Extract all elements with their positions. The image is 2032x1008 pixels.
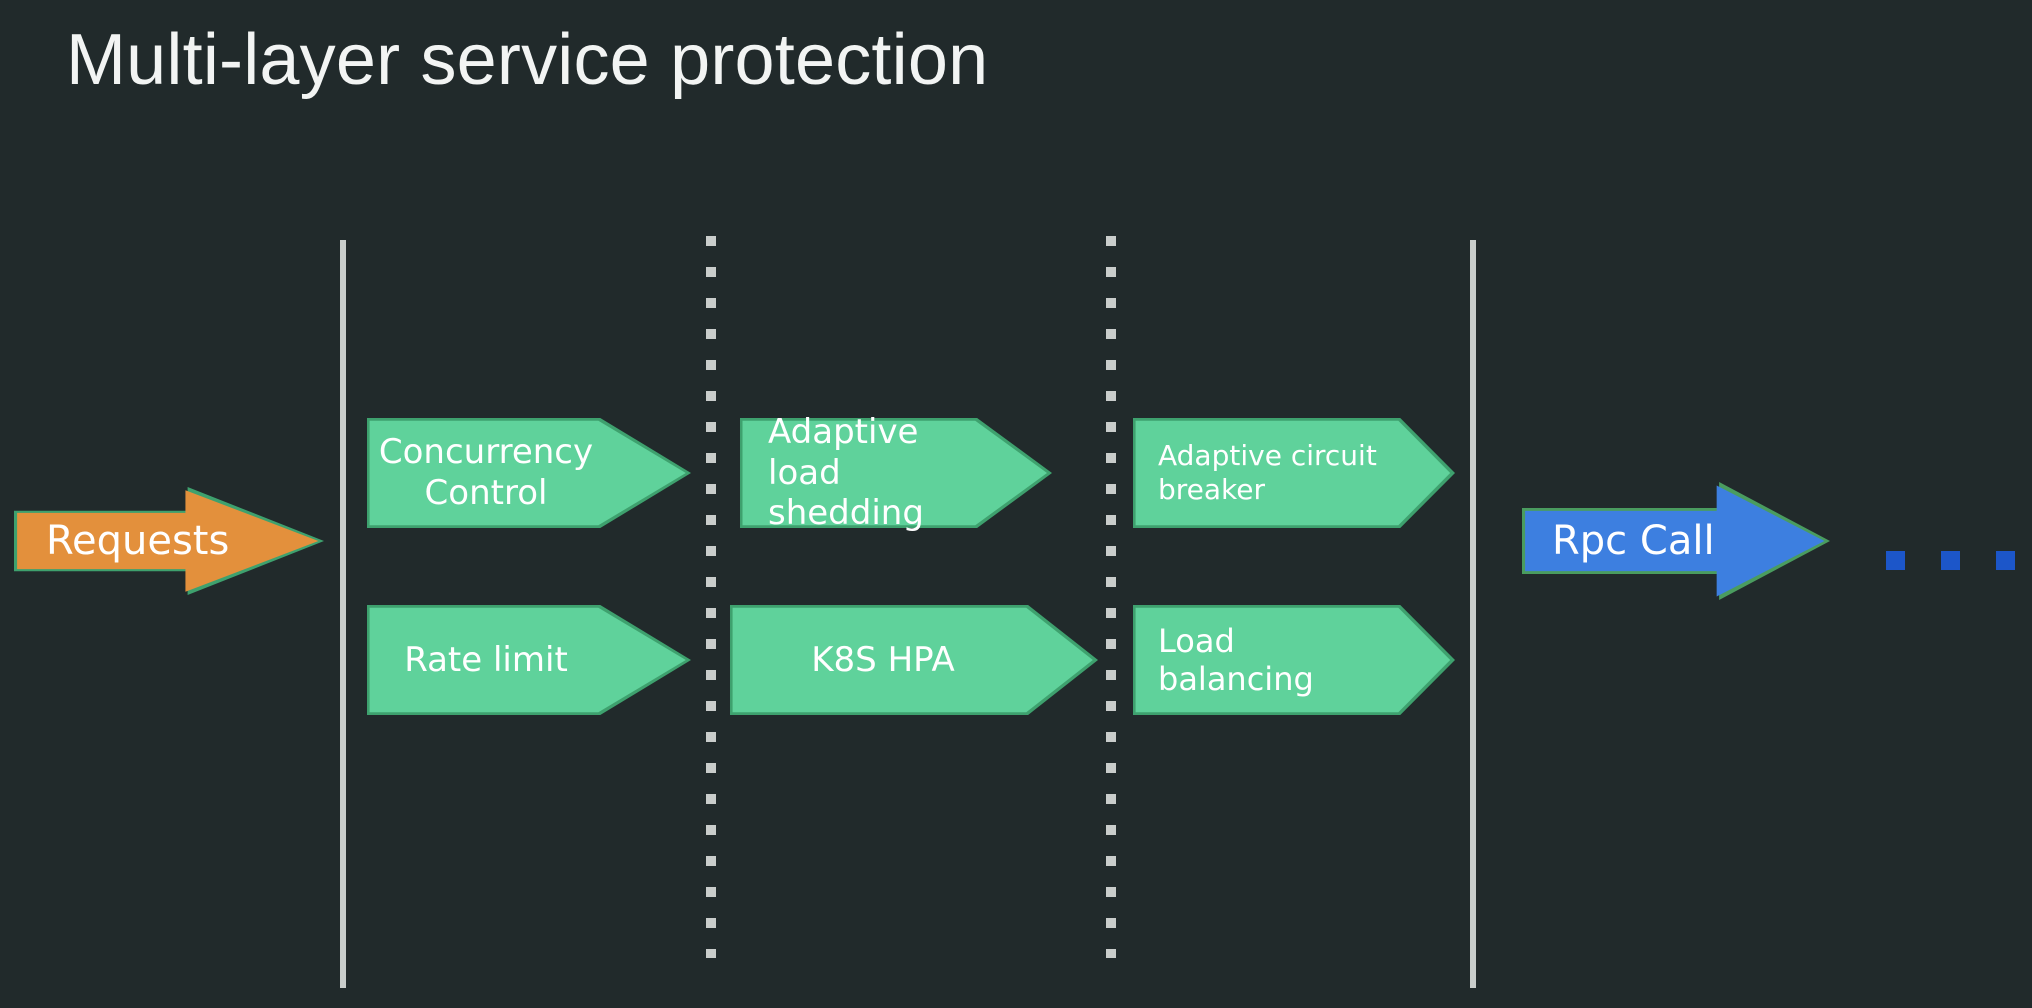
left-boundary-line <box>340 240 346 988</box>
stage-label: Concurrency Control <box>378 432 594 513</box>
stage-label: Rate limit <box>404 639 568 680</box>
rpc-call-arrow[interactable]: Rpc Call <box>1522 482 1830 600</box>
stage-arrow-fill <box>1135 420 1451 526</box>
stage-label: Adaptive load shedding <box>768 411 924 534</box>
stage-adaptive-circuit-breaker[interactable]: Adaptive circuit breaker <box>1133 418 1455 528</box>
stage-concurrency-control[interactable]: Concurrency Control <box>367 418 691 528</box>
trailing-dot <box>1941 551 1960 570</box>
stage-k8s-hpa[interactable]: K8S HPA <box>730 605 1098 715</box>
stage-arrow-fill <box>1135 607 1451 713</box>
stage-arrow-fill <box>732 607 1093 713</box>
page-title: Multi-layer service protection <box>66 20 989 100</box>
stage-rate-limit[interactable]: Rate limit <box>367 605 691 715</box>
requests-arrow[interactable]: Requests <box>14 487 324 595</box>
stage-label: K8S HPA <box>811 639 955 680</box>
rpc-call-arrow-label: Rpc Call <box>1552 518 1715 564</box>
layer-divider-2 <box>1106 236 1116 958</box>
trailing-dot <box>1886 551 1905 570</box>
stage-arrow-fill <box>742 420 1048 526</box>
stage-label: Load balancing <box>1158 621 1314 698</box>
stage-adaptive-load-shedding[interactable]: Adaptive load shedding <box>740 412 1052 533</box>
stage-load-balancing[interactable]: Load balancing <box>1133 605 1455 715</box>
stage-label: Adaptive circuit breaker <box>1158 439 1377 506</box>
requests-arrow-label: Requests <box>46 518 230 564</box>
layer-divider-1 <box>706 236 716 958</box>
right-boundary-line <box>1470 240 1476 988</box>
trailing-dots-group <box>1886 551 2032 570</box>
trailing-dot <box>1996 551 2015 570</box>
